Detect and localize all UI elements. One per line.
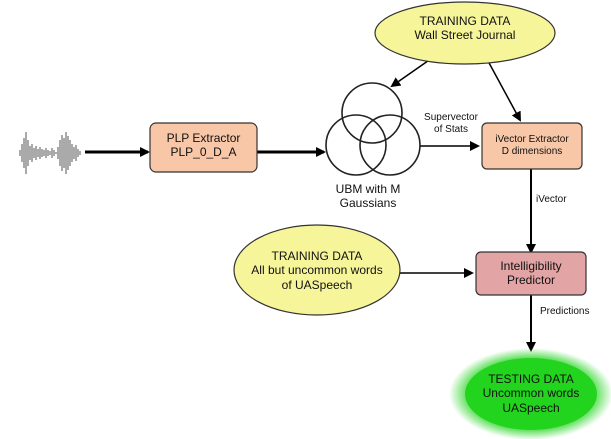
ubm-line2: Gaussians bbox=[339, 196, 397, 211]
training-uaspeech-label: TRAINING DATA All but uncommon words of … bbox=[237, 249, 397, 292]
training-wsj-line1: TRAINING DATA bbox=[419, 14, 511, 28]
predictions-edge-label: Predictions bbox=[540, 306, 606, 318]
plp-extractor-box bbox=[149, 122, 258, 173]
ivector-extractor-box bbox=[481, 122, 583, 170]
plp-extractor-label: PLP Extractor PLP_0_D_A bbox=[150, 131, 257, 160]
testing-ellipse bbox=[465, 358, 597, 430]
training-wsj-line2: Wall Street Journal bbox=[414, 28, 516, 43]
training-uaspeech-ellipse bbox=[233, 224, 401, 316]
ivector-extractor-label: iVector Extractor D dimensions bbox=[482, 134, 582, 158]
supervector-line1: Supervector bbox=[424, 112, 478, 123]
testing-line2: Uncommon words bbox=[482, 386, 580, 401]
ubm-label: UBM with M Gaussians bbox=[318, 182, 418, 211]
ivector-extractor-line1: iVector Extractor bbox=[495, 134, 569, 145]
arrow-wsj-to-ivector bbox=[487, 60, 521, 122]
intelligibility-predictor-box bbox=[475, 251, 587, 296]
plp-extractor-line1: PLP Extractor bbox=[166, 131, 241, 145]
predictor-line1: Intelligibility bbox=[500, 259, 562, 273]
ivector-edge-text: iVector bbox=[536, 194, 567, 205]
predictions-edge-text: Predictions bbox=[540, 306, 590, 317]
intelligibility-predictor-label: Intelligibility Predictor bbox=[476, 259, 586, 288]
training-wsj-label: TRAINING DATA Wall Street Journal bbox=[395, 14, 535, 43]
training-uaspeech-line3: of UASpeech bbox=[281, 277, 353, 292]
predictor-line2: Predictor bbox=[506, 273, 556, 288]
ivector-extractor-line2: D dimensions bbox=[501, 146, 563, 157]
plp-extractor-line2: PLP_0_D_A bbox=[170, 145, 237, 160]
supervector-line2: of Stats bbox=[434, 124, 468, 135]
ivector-edge-label: iVector bbox=[536, 194, 586, 206]
testing-line1: TESTING DATA bbox=[488, 372, 574, 386]
training-wsj-ellipse bbox=[374, 1, 556, 65]
testing-data-label: TESTING DATA Uncommon words UASpeech bbox=[471, 372, 591, 415]
testing-line3: UASpeech bbox=[502, 400, 560, 415]
supervector-label: Supervector of Stats bbox=[418, 112, 484, 136]
ubm-line1: UBM with M bbox=[335, 182, 401, 196]
audio-waveform-icon bbox=[19, 132, 81, 174]
training-uaspeech-line2: All but uncommon words bbox=[251, 263, 383, 278]
training-uaspeech-line1: TRAINING DATA bbox=[271, 249, 363, 263]
ubm-gaussians-icon bbox=[325, 82, 421, 176]
